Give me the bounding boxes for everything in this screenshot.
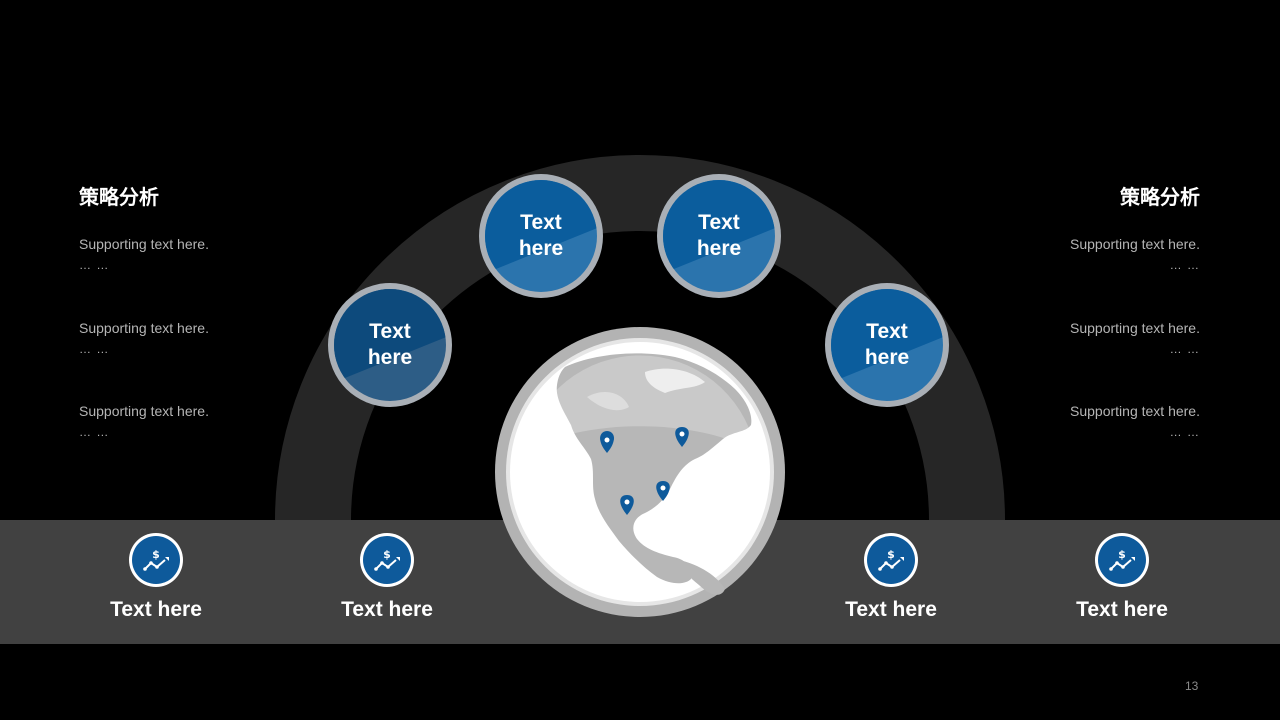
left-support-3: Supporting text here. … … [79, 401, 209, 443]
support-ellipsis: … … [1169, 425, 1200, 439]
support-ellipsis: … … [79, 425, 110, 439]
left-support-1: Supporting text here. … … [79, 234, 209, 276]
right-support-2: Supporting text here. … … [1070, 318, 1200, 360]
support-text: Supporting text here. [79, 320, 209, 336]
dollar-trend-icon: $ [129, 533, 183, 587]
dollar-trend-icon: $ [360, 533, 414, 587]
svg-text:$: $ [383, 548, 391, 561]
support-ellipsis: … … [79, 342, 110, 356]
band-label-1: Text here [110, 598, 202, 621]
support-text: Supporting text here. [1070, 403, 1200, 419]
right-support-1: Supporting text here. … … [1070, 234, 1200, 276]
left-heading: 策略分析 [79, 185, 159, 209]
globe-north-america-icon [495, 327, 785, 617]
band-label-2: Text here [341, 598, 433, 621]
support-text: Supporting text here. [1070, 236, 1200, 252]
right-heading: 策略分析 [1120, 185, 1200, 209]
support-ellipsis: … … [1169, 342, 1200, 356]
support-text: Supporting text here. [1070, 320, 1200, 336]
band-label-3: Text here [845, 598, 937, 621]
band-label-4: Text here [1076, 598, 1168, 621]
left-support-2: Supporting text here. … … [79, 318, 209, 360]
right-support-3: Supporting text here. … … [1070, 401, 1200, 443]
support-text: Supporting text here. [79, 236, 209, 252]
svg-text:$: $ [887, 548, 895, 561]
svg-text:$: $ [1118, 548, 1126, 561]
support-text: Supporting text here. [79, 403, 209, 419]
svg-text:$: $ [152, 548, 160, 561]
dollar-trend-icon: $ [864, 533, 918, 587]
support-ellipsis: … … [79, 258, 110, 272]
support-ellipsis: … … [1169, 258, 1200, 272]
page-number: 13 [1185, 679, 1199, 693]
dollar-trend-icon: $ [1095, 533, 1149, 587]
